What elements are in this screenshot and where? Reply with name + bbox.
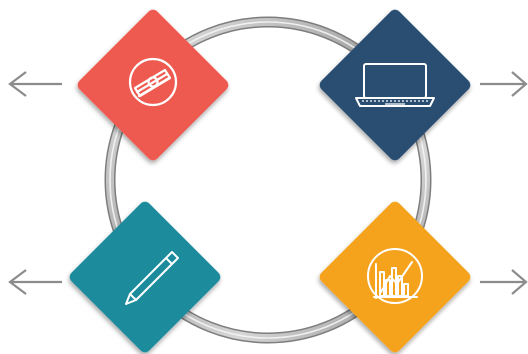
laptop-icon	[355, 63, 435, 107]
arrow-top-left	[8, 71, 62, 97]
money-icon	[128, 57, 178, 107]
node-bottom-right	[319, 201, 471, 353]
node-bottom-left	[69, 201, 221, 353]
arrow-bottom-right	[480, 269, 528, 295]
pencil-icon	[125, 251, 179, 305]
ring	[104, 16, 432, 344]
node-top-left	[77, 9, 229, 161]
node-top-right-tile	[319, 9, 471, 161]
node-top-right	[319, 9, 471, 161]
chart-icon	[367, 248, 423, 304]
node-bottom-left-tile	[69, 201, 221, 353]
arrow-top-right	[480, 71, 528, 97]
arrow-bottom-left	[8, 269, 62, 295]
